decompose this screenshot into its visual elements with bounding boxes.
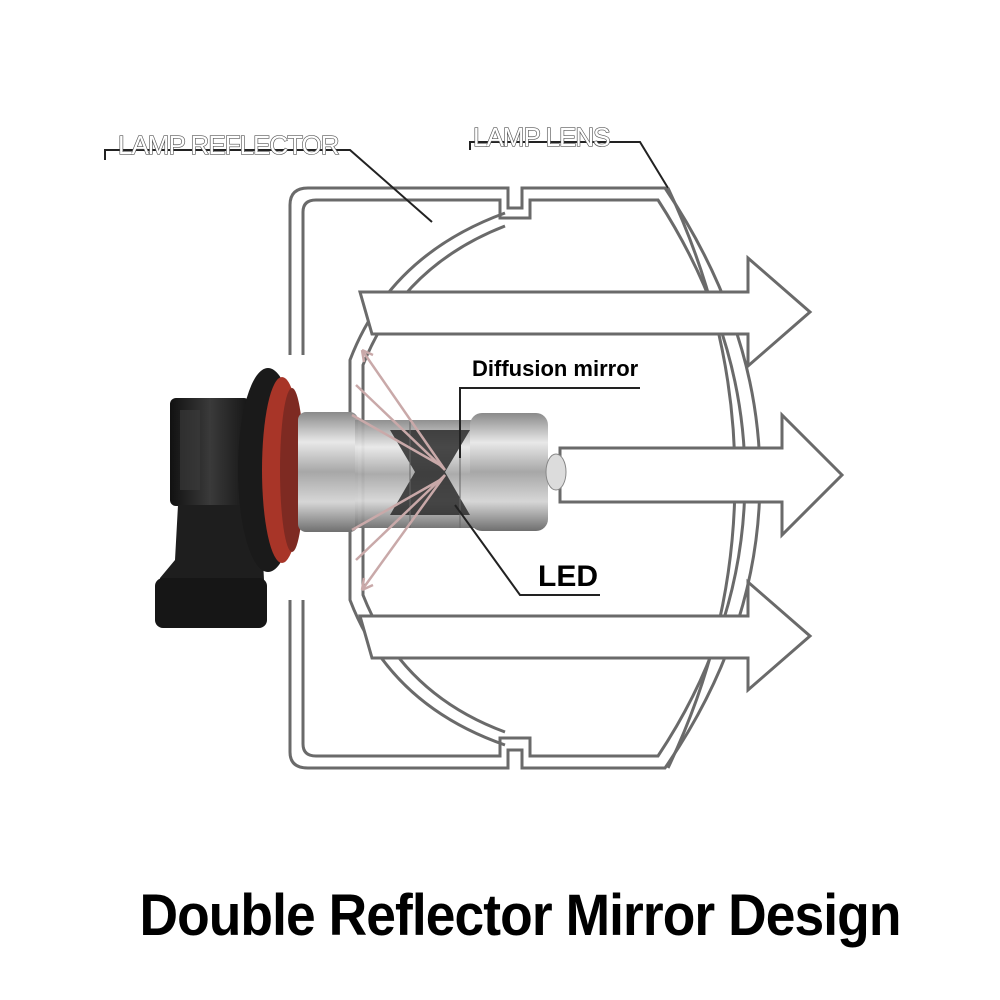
diagram-caption: Double Reflector Mirror Design <box>139 883 901 948</box>
gasket-ring <box>238 368 304 572</box>
label-lamp-lens: LAMP LENS <box>473 122 610 152</box>
label-lamp-reflector: LAMP REFLECTOR <box>118 130 339 160</box>
light-beam-arrows <box>358 254 845 694</box>
label-led: LED <box>538 560 598 593</box>
label-diffusion-mirror: Diffusion mirror <box>472 356 639 381</box>
beam-arrow-top <box>358 254 813 370</box>
diffusion-leader <box>459 387 640 458</box>
lens-leader <box>469 141 669 189</box>
beam-arrow-bottom <box>358 578 813 694</box>
beam-arrow-middle <box>558 411 845 539</box>
leader-lines <box>104 141 669 596</box>
reflector-leader <box>104 149 433 223</box>
led-bulb <box>298 412 567 532</box>
led-leader <box>454 504 600 596</box>
reflection-rays <box>351 348 447 592</box>
bulb-socket <box>155 398 267 628</box>
